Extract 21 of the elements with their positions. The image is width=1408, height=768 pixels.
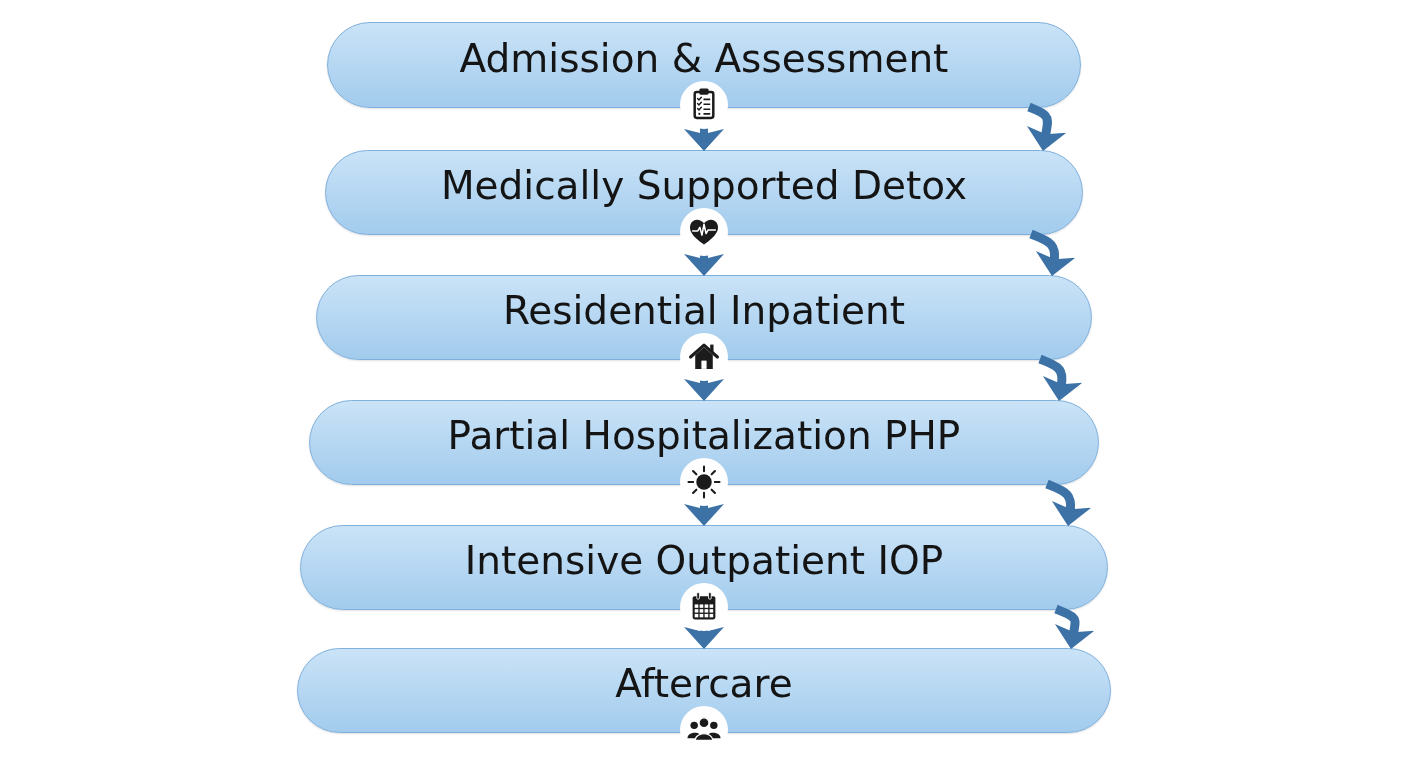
stage-title: Intensive Outpatient IOP [464, 540, 944, 583]
stage-title: Residential Inpatient [502, 290, 906, 333]
curved-arrow [1038, 354, 1083, 402]
stage-title: Aftercare [615, 663, 793, 706]
sun-icon [680, 458, 728, 506]
down-arrow [684, 254, 724, 276]
house-icon [680, 333, 728, 381]
stage-title: Medically Supported Detox [440, 165, 968, 208]
curved-arrow [1054, 604, 1095, 650]
down-arrow [684, 379, 724, 401]
heart-pulse-icon [680, 208, 728, 256]
stage-title: Admission & Assessment [459, 37, 949, 81]
curved-arrow [1045, 479, 1092, 527]
down-arrow [684, 627, 724, 649]
down-arrow [684, 504, 724, 526]
calendar-icon [680, 583, 728, 631]
curved-arrow [1029, 229, 1076, 277]
curved-arrow [1026, 102, 1067, 152]
down-arrow [684, 128, 724, 151]
clipboard-icon [680, 81, 728, 129]
stage-title: Partial Hospitalization PHP [447, 415, 961, 458]
